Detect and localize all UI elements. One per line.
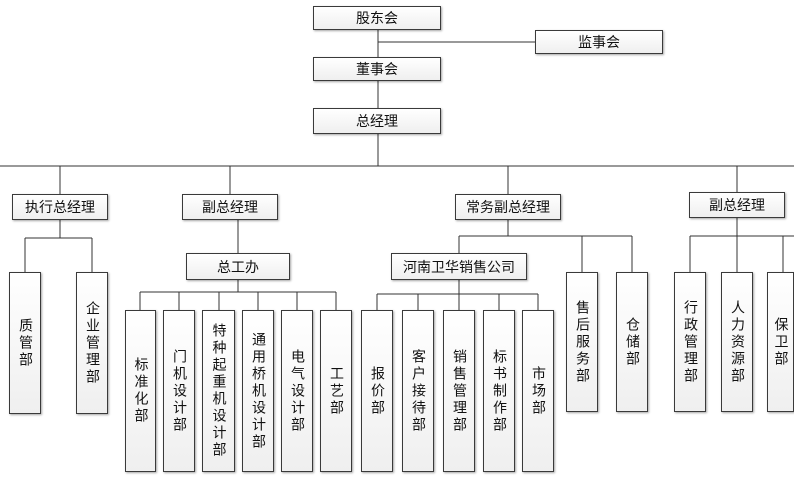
dept-label: 企业管理部 bbox=[84, 300, 100, 386]
dept-label: 客户接待部 bbox=[410, 348, 426, 434]
dept-bridge-crane-design: 通用桥机设计部 bbox=[242, 310, 274, 472]
dept-bid-prep: 标书制作部 bbox=[483, 310, 515, 472]
dept-label: 报价部 bbox=[369, 365, 385, 417]
dept-security: 保卫部 bbox=[767, 272, 794, 412]
dept-enterprise-mgmt: 企业管理部 bbox=[76, 272, 108, 414]
dept-human-resources: 人力资源部 bbox=[721, 272, 753, 412]
exec-vgm-box: 执行总经理 bbox=[12, 194, 108, 220]
dept-label: 保卫部 bbox=[772, 316, 789, 368]
supervisors-box: 监事会 bbox=[535, 30, 663, 54]
dept-administration: 行政管理部 bbox=[674, 272, 706, 412]
dept-label: 销售管理部 bbox=[451, 348, 467, 434]
dept-market: 市场部 bbox=[522, 310, 554, 472]
dept-label: 行政管理部 bbox=[682, 299, 698, 385]
dept-special-crane-design: 特种起重机设计部 bbox=[202, 310, 235, 472]
dept-label: 人力资源部 bbox=[729, 299, 745, 385]
dept-standardization: 标准化部 bbox=[125, 310, 156, 472]
dept-label: 门机设计部 bbox=[171, 348, 187, 434]
dept-label: 售后服务部 bbox=[574, 299, 590, 385]
dept-label: 标书制作部 bbox=[491, 348, 507, 434]
vgm-right-box: 副总经理 bbox=[689, 192, 785, 218]
dept-label: 市场部 bbox=[530, 365, 546, 417]
dept-quotation: 报价部 bbox=[361, 310, 393, 472]
gm-box: 总经理 bbox=[313, 108, 441, 134]
dept-label: 工艺部 bbox=[328, 365, 344, 417]
board-box: 董事会 bbox=[313, 57, 441, 81]
dept-label: 特种起重机设计部 bbox=[210, 323, 227, 459]
sales-company-box: 河南卫华销售公司 bbox=[391, 253, 527, 280]
dept-warehouse: 仓储部 bbox=[616, 272, 648, 412]
dept-process: 工艺部 bbox=[320, 310, 352, 472]
vgm-left-box: 副总经理 bbox=[182, 194, 278, 220]
dept-customer-reception: 客户接待部 bbox=[402, 310, 434, 472]
dept-gantry-design: 门机设计部 bbox=[163, 310, 195, 472]
dept-sales-mgmt: 销售管理部 bbox=[443, 310, 475, 472]
dept-electrical-design: 电气设计部 bbox=[281, 310, 313, 472]
dept-label: 质管部 bbox=[17, 317, 33, 369]
shareholders-box: 股东会 bbox=[313, 6, 441, 30]
engineering-office-box: 总工办 bbox=[186, 253, 290, 280]
dept-label: 标准化部 bbox=[132, 357, 149, 425]
dept-label: 通用桥机设计部 bbox=[250, 331, 266, 451]
dept-after-sales: 售后服务部 bbox=[566, 272, 598, 412]
dept-label: 仓储部 bbox=[624, 316, 640, 368]
dept-label: 电气设计部 bbox=[289, 348, 305, 434]
dept-quality: 质管部 bbox=[9, 272, 41, 414]
standing-vgm-box: 常务副总经理 bbox=[455, 194, 561, 220]
